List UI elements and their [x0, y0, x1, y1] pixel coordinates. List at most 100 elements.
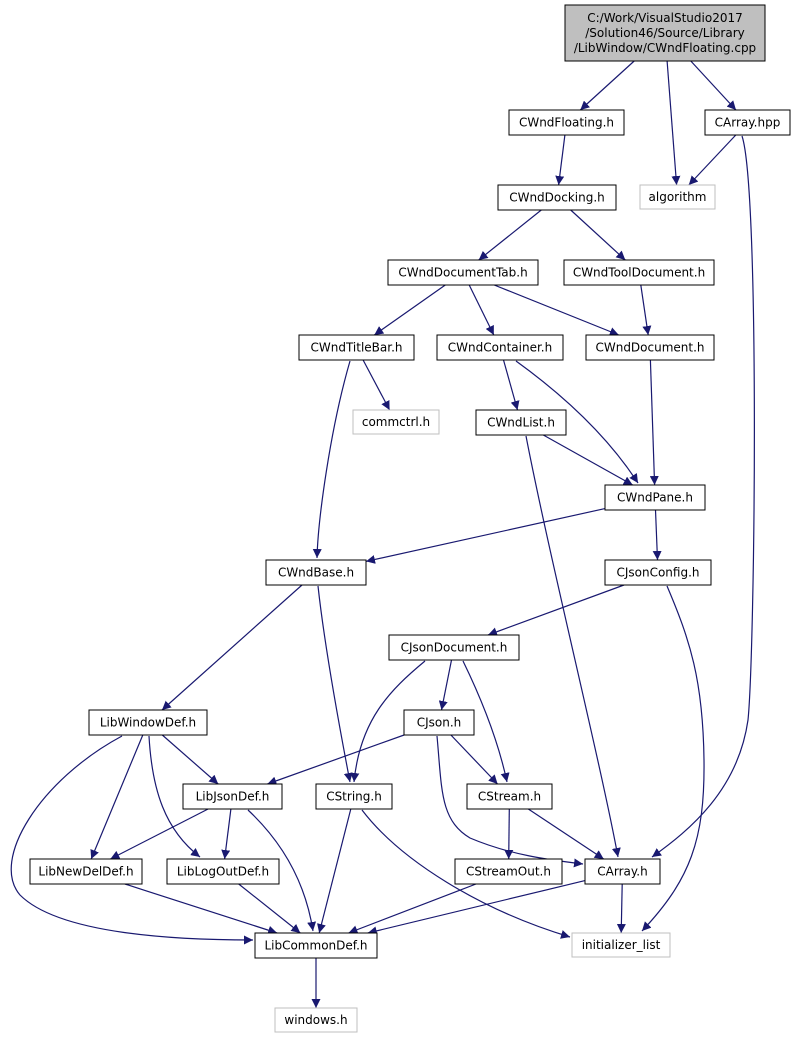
node-CWndList[interactable]: CWndList.h: [475, 409, 567, 436]
node-label: CWndDocumentTab.h: [398, 266, 527, 280]
node-CWndToolDocument[interactable]: CWndToolDocument.h: [563, 259, 715, 286]
node-label: LibJsonDef.h: [196, 790, 270, 804]
node-label: CWndFloating.h: [519, 116, 614, 130]
edge-CWndTitleBar-to-CWndBase: [312, 360, 351, 559]
node-box: [166, 858, 280, 885]
node-root[interactable]: C:/Work/VisualStudio2017/Solution46/Sour…: [564, 4, 766, 62]
node-commctrl: commctrl.h: [352, 409, 440, 435]
node-label: CWndContainer.h: [448, 341, 552, 355]
node-CJsonDocument[interactable]: CJsonDocument.h: [388, 634, 520, 661]
node-CJson[interactable]: CJson.h: [403, 709, 475, 736]
edge-CWndPane-to-CJsonConfig: [652, 509, 662, 561]
edge-CWndContainer-to-CWndPane: [515, 360, 639, 484]
node-box: [298, 334, 415, 361]
edge-CJsonDocument-to-CString: [350, 660, 426, 783]
node-LibWindowDef[interactable]: LibWindowDef.h: [88, 709, 208, 736]
edge-root-to-CArrayHpp: [690, 60, 737, 111]
edge-CStream-to-CStreamOut: [504, 808, 514, 860]
edge-LibWindowDef-to-LibCommonDef: [10, 735, 254, 945]
edge-CWndDocumentTab-to-CWndContainer: [468, 284, 495, 336]
node-box: [604, 559, 712, 586]
dependency-edges: [10, 60, 755, 1008]
edge-CArrayHpp-to-CArrayH: [651, 135, 755, 858]
node-label: LibNewDelDef.h: [38, 865, 133, 879]
edge-CWndFloating-to-CWndDocking: [555, 134, 566, 186]
node-CStream[interactable]: CStream.h: [466, 783, 553, 810]
edge-CJsonDocument-to-CStream: [462, 660, 510, 783]
node-CString[interactable]: CString.h: [315, 783, 393, 810]
node-box: [88, 709, 208, 736]
edge-CJsonDocument-to-CJson: [438, 659, 453, 711]
edge-CWndList-to-CWndPane: [543, 434, 633, 486]
node-box: [466, 783, 553, 810]
edge-LibJsonDef-to-LibCommonDef: [247, 809, 317, 932]
node-box: [315, 783, 393, 810]
node-LibLogOutDef[interactable]: LibLogOutDef.h: [166, 858, 280, 885]
node-CJsonConfig[interactable]: CJsonConfig.h: [604, 559, 712, 586]
node-label: CJsonConfig.h: [616, 566, 699, 580]
edge-CArrayH-to-LibCommonDef: [367, 880, 586, 936]
node-CWndDocument[interactable]: CWndDocument.h: [585, 334, 715, 361]
node-label: CStreamOut.h: [466, 865, 551, 879]
node-CWndContainer[interactable]: CWndContainer.h: [436, 334, 564, 361]
node-box: [584, 858, 661, 885]
edge-CJson-to-LibJsonDef: [267, 734, 405, 786]
node-box: [388, 634, 520, 661]
node-box: [585, 334, 715, 361]
node-box: [403, 709, 475, 736]
node-label: C:/Work/VisualStudio2017: [587, 11, 742, 25]
edge-LibWindowDef-to-LibLogOutDef: [148, 735, 201, 858]
node-label: CWndList.h: [487, 416, 555, 430]
edge-CArrayHpp-to-algorithm: [688, 134, 737, 186]
node-CWndDocumentTab[interactable]: CWndDocumentTab.h: [387, 259, 539, 286]
node-CWndDocking[interactable]: CWndDocking.h: [497, 184, 617, 211]
node-label: CJson.h: [417, 716, 462, 730]
node-CWndTitleBar[interactable]: CWndTitleBar.h: [298, 334, 415, 361]
node-box: [182, 783, 283, 810]
node-label: LibWindowDef.h: [100, 716, 196, 730]
node-box: [254, 932, 378, 959]
node-label: LibLogOutDef.h: [177, 865, 269, 879]
node-label: CArray.h: [597, 865, 647, 879]
node-CStreamOut[interactable]: CStreamOut.h: [454, 858, 563, 885]
node-CWndPane[interactable]: CWndPane.h: [604, 484, 706, 511]
node-label: windows.h: [284, 1013, 347, 1027]
node-label: CArray.hpp: [715, 116, 781, 130]
edge-LibNewDelDef-to-LibCommonDef: [124, 883, 278, 935]
node-label: CJsonDocument.h: [401, 641, 508, 655]
node-box: [564, 4, 766, 62]
edge-CWndToolDocument-to-CWndDocument: [640, 284, 652, 336]
node-box: [704, 109, 791, 136]
edge-CString-to-initializer_list: [361, 809, 571, 939]
node-box: [352, 409, 440, 435]
edge-CArrayH-to-initializer_list: [616, 883, 626, 934]
node-LibCommonDef[interactable]: LibCommonDef.h: [254, 932, 378, 959]
node-box: [475, 409, 567, 436]
edge-CWndDocument-to-CWndPane: [649, 359, 659, 486]
node-algorithm: algorithm: [639, 184, 716, 210]
edge-CWndDocking-to-CWndDocumentTab: [478, 209, 542, 261]
node-LibJsonDef[interactable]: LibJsonDef.h: [182, 783, 283, 810]
node-label: /LibWindow/CWndFloating.cpp: [574, 41, 756, 55]
edge-LibJsonDef-to-LibNewDelDef: [110, 808, 209, 860]
edge-CWndDocking-to-CWndToolDocument: [570, 209, 626, 261]
node-LibNewDelDef[interactable]: LibNewDelDef.h: [29, 858, 143, 885]
node-CArrayH[interactable]: CArray.h: [584, 858, 661, 885]
edge-CWndDocumentTab-to-CWndTitleBar: [373, 284, 446, 336]
edge-CWndList-to-CArrayH: [525, 435, 621, 858]
node-CWndBase[interactable]: CWndBase.h: [265, 559, 367, 586]
node-label: CWndToolDocument.h: [573, 266, 705, 280]
node-CArrayHpp[interactable]: CArray.hpp: [704, 109, 791, 136]
edge-LibLogOutDef-to-LibCommonDef: [238, 883, 301, 934]
edge-root-to-CWndFloating: [579, 60, 635, 111]
edge-CJson-to-CStream: [450, 734, 499, 785]
node-label: CWndTitleBar.h: [310, 341, 402, 355]
node-box: [387, 259, 539, 286]
node-label: CWndDocking.h: [509, 191, 605, 205]
node-label: CWndBase.h: [278, 566, 354, 580]
node-label: /Solution46/Source/Library: [585, 26, 744, 40]
edge-CWndContainer-to-CWndList: [502, 359, 520, 411]
edge-root-to-algorithm: [666, 60, 681, 186]
node-CWndFloating[interactable]: CWndFloating.h: [508, 109, 625, 136]
